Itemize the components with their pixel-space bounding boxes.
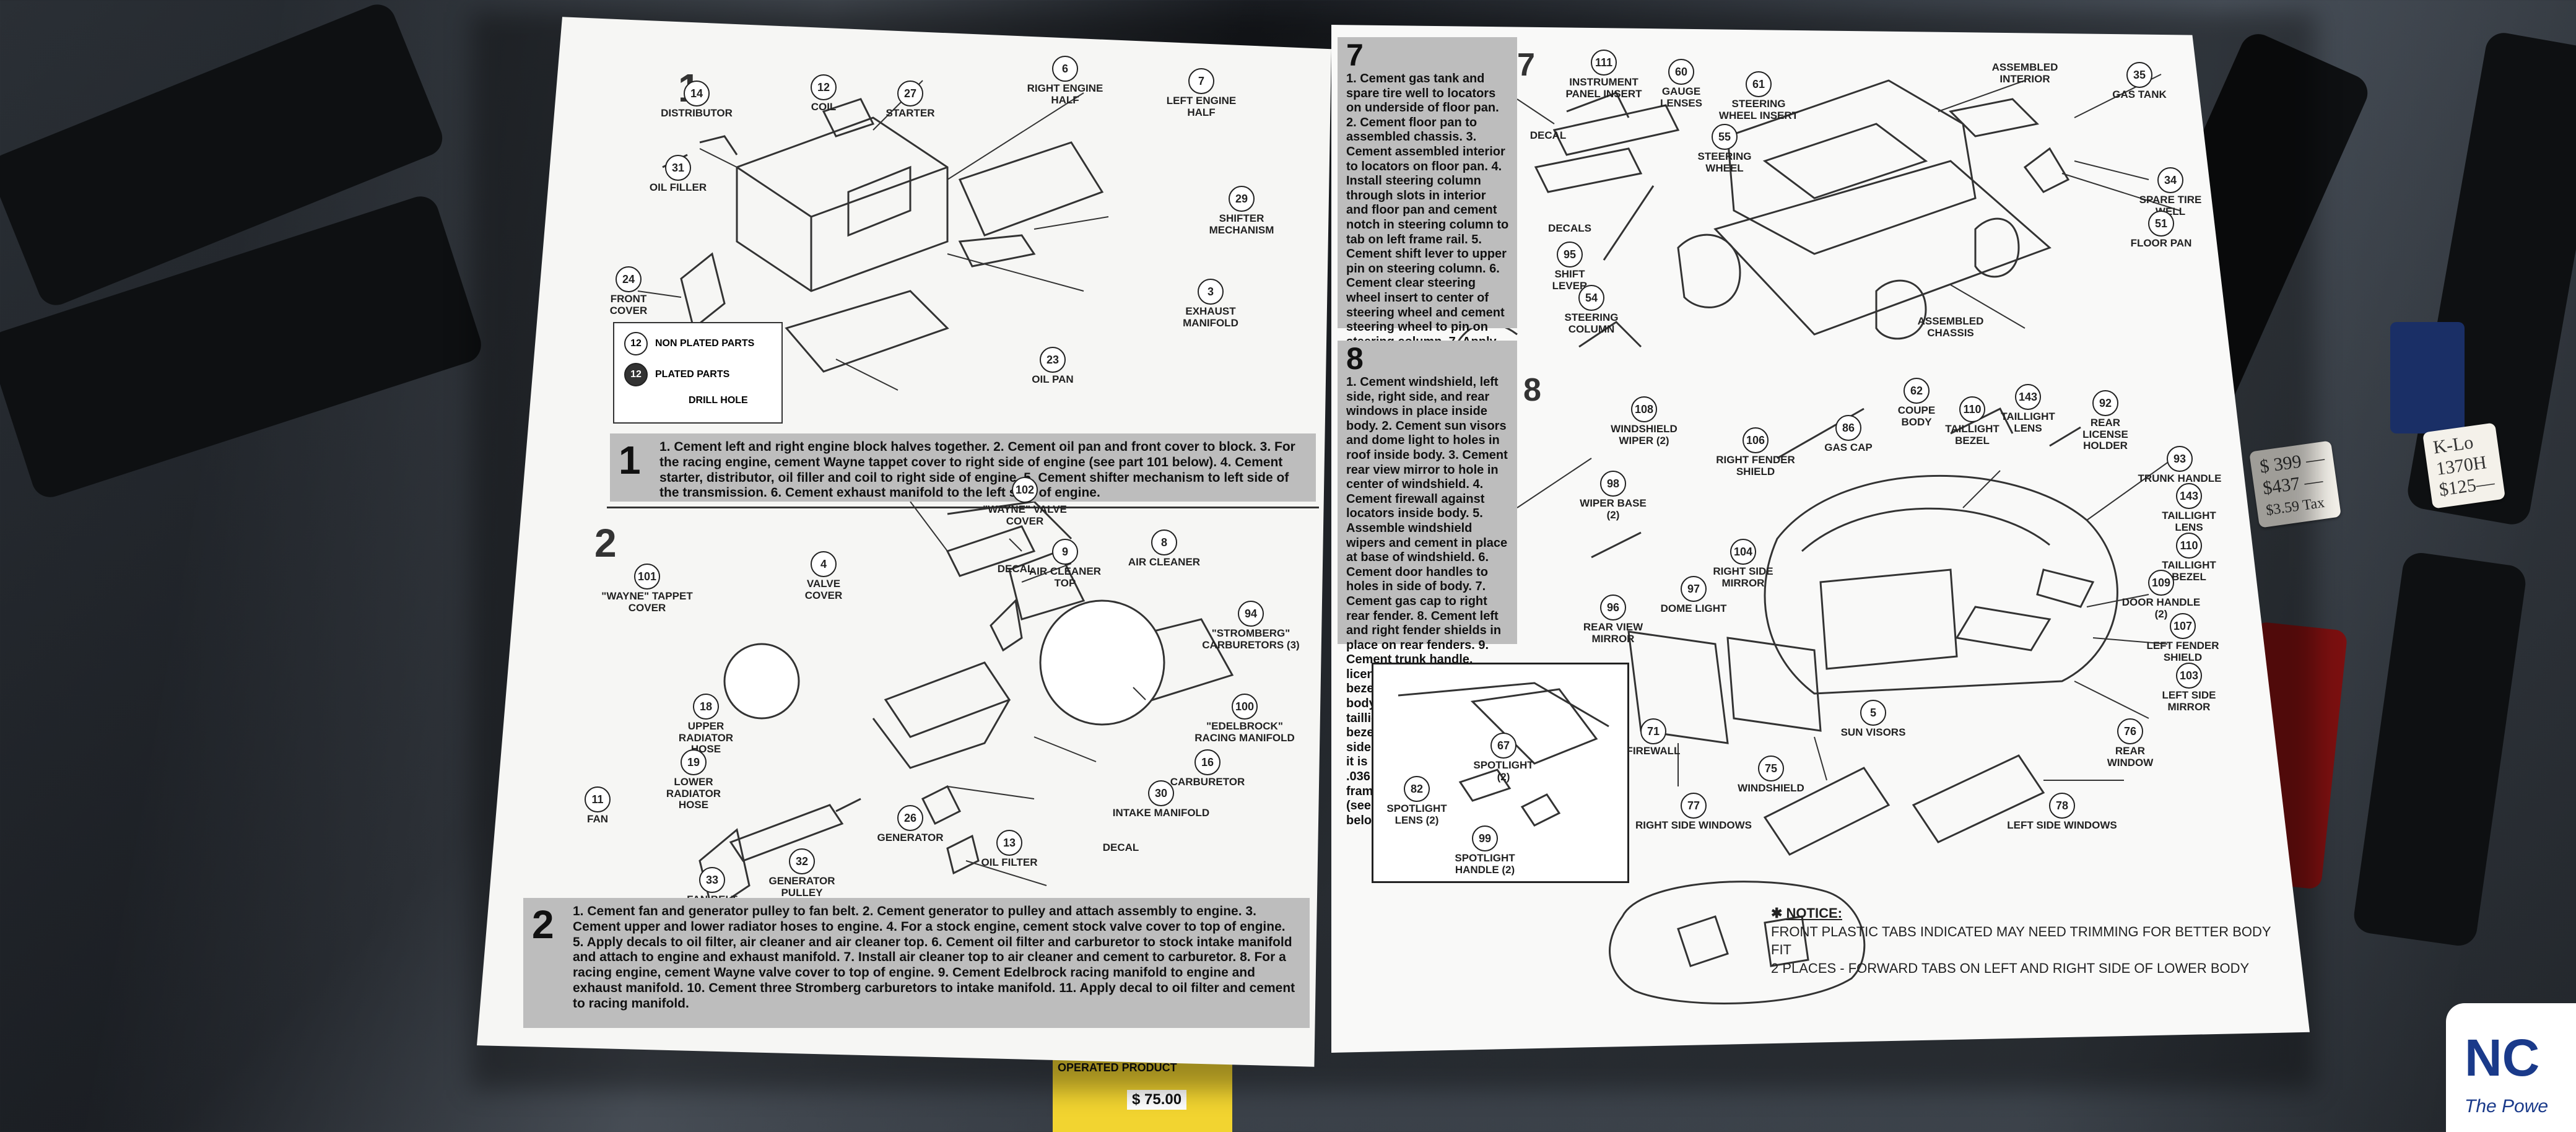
step-1-instructions: 1 1. Cement left and right engine block … xyxy=(610,433,1316,502)
step-8-number: 8 xyxy=(1523,372,1541,408)
car-assembly-drawing xyxy=(1454,74,2180,1004)
part-102: 102"WAYNE" VALVE COVER xyxy=(978,477,1071,527)
body-fit-notice: ✱ NOTICE: FRONT PLASTIC TABS INDICATED M… xyxy=(1771,905,2271,977)
assembled-chassis-label: ASSEMBLED CHASSIS xyxy=(1917,315,1984,339)
step-2-number: 2 xyxy=(594,521,617,565)
decal-label-2: DECAL xyxy=(1102,842,1139,853)
price-tag-2: K-Lo 1370H $125— xyxy=(2422,422,2506,509)
decal-label: DECAL xyxy=(997,563,1034,575)
step-7-number: 7 xyxy=(1517,47,1535,83)
step-8-instructions: 8 1. Cement windshield, left side, right… xyxy=(1338,341,1517,827)
part-94: 94"STROMBERG" CARBURETORS (3) xyxy=(1195,601,1307,651)
decal-label-3: DECAL xyxy=(1530,129,1567,141)
blue-model-box xyxy=(2390,322,2465,433)
section-divider xyxy=(607,507,1319,508)
engine-drawing xyxy=(637,80,1234,912)
instruction-page-right: 7 1. Cement gas tank and spare tire well… xyxy=(1331,25,2310,1053)
assembled-interior-label: ASSEMBLED INTERIOR xyxy=(1991,61,2058,85)
part-101: 101"WAYNE" TAPPET COVER xyxy=(601,564,694,614)
part-100: 100"EDELBROCK" RACING MANIFOLD xyxy=(1189,694,1300,744)
step-7-instructions: 7 1. Cement gas tank and spare tire well… xyxy=(1338,37,1517,568)
spotlight-drawing xyxy=(1398,682,1609,827)
decals-label: DECALS xyxy=(1548,222,1591,234)
step-2-instructions: 2 1. Cement fan and generator pulley to … xyxy=(523,898,1310,1028)
